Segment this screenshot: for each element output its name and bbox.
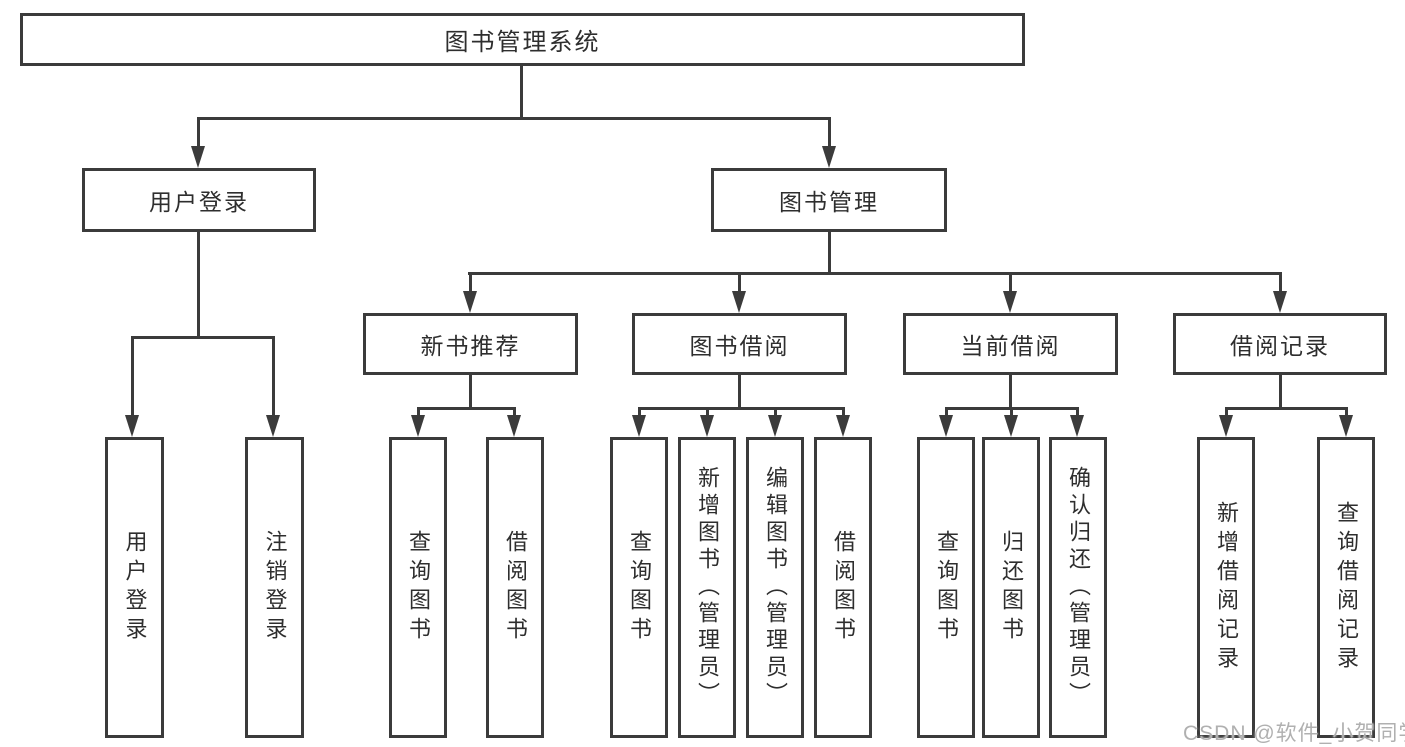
connector-line	[513, 407, 516, 420]
leaf-borrow-query-books-label: 查询图书	[627, 529, 652, 646]
connector-line	[131, 336, 275, 339]
arrow-down-icon	[1219, 415, 1233, 437]
leaf-logout: 注销登录	[245, 437, 304, 738]
connector-line	[738, 272, 741, 294]
connector-line	[828, 232, 831, 274]
leaf-newbook-borrow-books-label: 借阅图书	[503, 529, 528, 646]
connector-line	[469, 272, 472, 294]
leaf-edit-books-admin-label: 编辑图书（管理员）	[763, 466, 788, 709]
node-book-borrow-label: 图书借阅	[689, 333, 790, 359]
connector-line	[1345, 407, 1348, 420]
connector-line	[738, 375, 741, 410]
leaf-current-query-books-label: 查询图书	[934, 529, 959, 646]
leaf-confirm-return-admin-label: 确认归还（管理员）	[1066, 466, 1091, 709]
connector-line	[774, 407, 777, 420]
arrow-down-icon	[1339, 415, 1353, 437]
connector-line	[131, 336, 134, 420]
csdn-watermark: CSDN @软件_小贺同学	[1183, 722, 1405, 745]
arrow-down-icon	[632, 415, 646, 437]
arrow-down-icon	[939, 415, 953, 437]
connector-line	[638, 407, 845, 410]
connector-line	[520, 66, 523, 119]
node-book-management-label: 图书管理	[779, 189, 879, 215]
leaf-add-books-admin-label: 新增图书（管理员）	[695, 466, 720, 709]
arrow-down-icon	[266, 415, 280, 437]
arrow-down-icon	[125, 415, 139, 437]
leaf-logout-label: 注销登录	[262, 529, 288, 646]
leaf-newbook-borrow-books: 借阅图书	[486, 437, 544, 738]
leaf-newbook-query-books-label: 查询图书	[406, 529, 431, 646]
leaf-add-borrow-record: 新增借阅记录	[1197, 437, 1255, 738]
connector-line	[468, 272, 1282, 275]
connector-line	[1279, 272, 1282, 294]
leaf-query-borrow-record-label: 查询借阅记录	[1334, 500, 1359, 675]
node-borrow-records: 借阅记录	[1173, 313, 1387, 375]
arrow-down-icon	[1070, 415, 1084, 437]
arrow-down-icon	[822, 146, 836, 168]
node-book-borrow: 图书借阅	[632, 313, 847, 375]
connector-line	[828, 117, 831, 149]
arrow-down-icon	[768, 415, 782, 437]
arrow-down-icon	[836, 415, 850, 437]
node-current-borrow-label: 当前借阅	[960, 333, 1061, 359]
leaf-return-books: 归还图书	[982, 437, 1040, 738]
connector-line	[945, 407, 948, 420]
arrow-down-icon	[191, 146, 205, 168]
leaf-user-login: 用户登录	[105, 437, 164, 738]
arrow-down-icon	[411, 415, 425, 437]
node-user-login: 用户登录	[82, 168, 316, 232]
leaf-borrow-query-books: 查询图书	[610, 437, 668, 738]
connector-line	[1010, 407, 1013, 420]
connector-line	[469, 375, 472, 410]
connector-line	[706, 407, 709, 420]
connector-line	[842, 407, 845, 420]
node-user-login-label: 用户登录	[149, 189, 249, 215]
leaf-confirm-return-admin: 确认归还（管理员）	[1049, 437, 1107, 738]
leaf-add-borrow-record-label: 新增借阅记录	[1214, 500, 1239, 675]
leaf-user-login-label: 用户登录	[122, 529, 148, 646]
connector-line	[1225, 407, 1347, 410]
connector-line	[417, 407, 420, 420]
node-borrow-records-label: 借阅记录	[1230, 333, 1330, 359]
connector-line	[197, 117, 831, 120]
connector-line	[417, 407, 516, 410]
node-current-borrow: 当前借阅	[903, 313, 1118, 375]
arrow-down-icon	[1004, 415, 1018, 437]
arrow-down-icon	[732, 291, 746, 313]
leaf-current-query-books: 查询图书	[917, 437, 975, 738]
leaf-newbook-query-books: 查询图书	[389, 437, 447, 738]
node-new-book-recommend-label: 新书推荐	[420, 333, 521, 359]
node-root: 图书管理系统	[20, 13, 1025, 66]
connector-line	[638, 407, 641, 420]
connector-line	[1009, 272, 1012, 294]
connector-line	[1076, 407, 1079, 420]
arrow-down-icon	[507, 415, 521, 437]
connector-line	[197, 232, 200, 339]
leaf-query-borrow-record: 查询借阅记录	[1317, 437, 1375, 738]
leaf-borrow-borrow-books-label: 借阅图书	[831, 529, 856, 646]
node-book-management: 图书管理	[711, 168, 947, 232]
leaf-borrow-borrow-books: 借阅图书	[814, 437, 872, 738]
connector-line	[272, 336, 275, 420]
arrow-down-icon	[463, 291, 477, 313]
connector-line	[197, 117, 200, 149]
arrow-down-icon	[1003, 291, 1017, 313]
node-new-book-recommend: 新书推荐	[363, 313, 578, 375]
leaf-return-books-label: 归还图书	[999, 529, 1024, 646]
connector-line	[1009, 375, 1012, 410]
connector-line	[1279, 375, 1282, 410]
node-root-label: 图书管理系统	[444, 29, 601, 56]
leaf-add-books-admin: 新增图书（管理员）	[678, 437, 736, 738]
arrow-down-icon	[1273, 291, 1287, 313]
arrow-down-icon	[700, 415, 714, 437]
connector-line	[1225, 407, 1228, 420]
leaf-edit-books-admin: 编辑图书（管理员）	[746, 437, 804, 738]
